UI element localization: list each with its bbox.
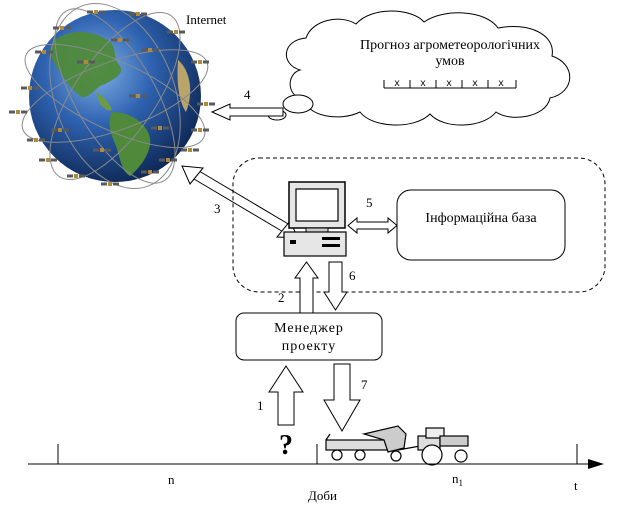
system-boundary [232,157,606,293]
satellite-icon [21,86,39,90]
timeline-n1-sub: 1 [459,478,464,488]
arrow-5 [347,216,398,235]
info-base-box [396,189,566,261]
satellite-icon [51,128,69,132]
manager-box [235,312,383,361]
arrow-2-label: 2 [278,290,285,305]
forecast-title-line1: Прогноз агрометеорологічних [360,38,540,53]
satellite-icon [151,126,169,130]
internet-label: Internet [186,12,227,27]
satellite-icon [191,128,209,132]
arrow-7 [323,363,361,432]
satellite-icon [39,158,57,162]
arrow-2 [294,261,319,314]
satellite-icon [159,158,177,162]
satellite-icon [111,38,129,42]
satellite-icon [197,102,215,106]
arrow-4-label: 4 [244,87,251,102]
arrow-7-label: 7 [361,377,368,392]
central-america-land [96,92,112,111]
forecast-mark: x [420,79,426,90]
forecast-mark: x [472,79,478,90]
satellite-icon [35,50,53,54]
orbit-lines [21,2,209,190]
cloud-puff-large [282,94,314,114]
satellite-icon [129,12,147,16]
time-axis-arrowhead [588,459,604,469]
south-america-land [109,112,151,176]
timeline-caption: Доби [308,488,337,503]
manager-label-line1: Менеджер [274,321,344,336]
question-mark: ? [279,430,293,461]
satellite-icon [191,60,209,64]
forecast-cloud [267,10,571,126]
arrow-3 [181,165,299,239]
forecast-mark: x [394,79,400,90]
arrow-5-label: 5 [366,195,373,210]
cloud-shape [285,10,571,126]
satellite-icon [93,148,111,152]
satellite-icon [87,10,105,14]
north-america-land [50,31,122,98]
arrow-6-label: 6 [349,268,356,283]
tractor-icon [325,425,469,466]
arrow-1-label: 1 [257,398,264,413]
timeline-n1-label: n1 [452,471,463,488]
forecast-title-line2: умов [435,54,465,69]
manager-label-line2: проекту [282,339,336,354]
timeline-n1-main: n [452,471,459,486]
computer-icon [283,181,347,257]
satellite-icon [27,138,45,142]
satellite-icon [77,60,95,64]
info-base-label: Інформаційна база [425,211,537,226]
timeline-n-label: n [168,472,175,487]
forecast-mark: x [446,79,452,90]
satellites [9,10,215,186]
africa-edge-land [177,60,191,112]
satellite-icon [129,94,147,98]
forecast-scale [383,80,517,89]
satellite-icon [9,110,27,114]
satellite-icon [141,170,159,174]
time-axis [28,444,590,465]
satellite-icon [141,48,159,52]
forecast-mark: x [498,79,504,90]
satellite-icon [101,182,119,186]
arrow-1 [268,365,304,426]
satellite-icon [181,148,199,152]
satellite-icon [67,174,85,178]
timeline-t-label: t [574,478,578,493]
internet-globe [9,2,215,190]
arrow-3-label: 3 [214,201,221,216]
arrow-6 [323,261,348,311]
satellite-icon [167,30,185,34]
arrow-4 [210,103,284,121]
satellite-icon [53,26,71,30]
